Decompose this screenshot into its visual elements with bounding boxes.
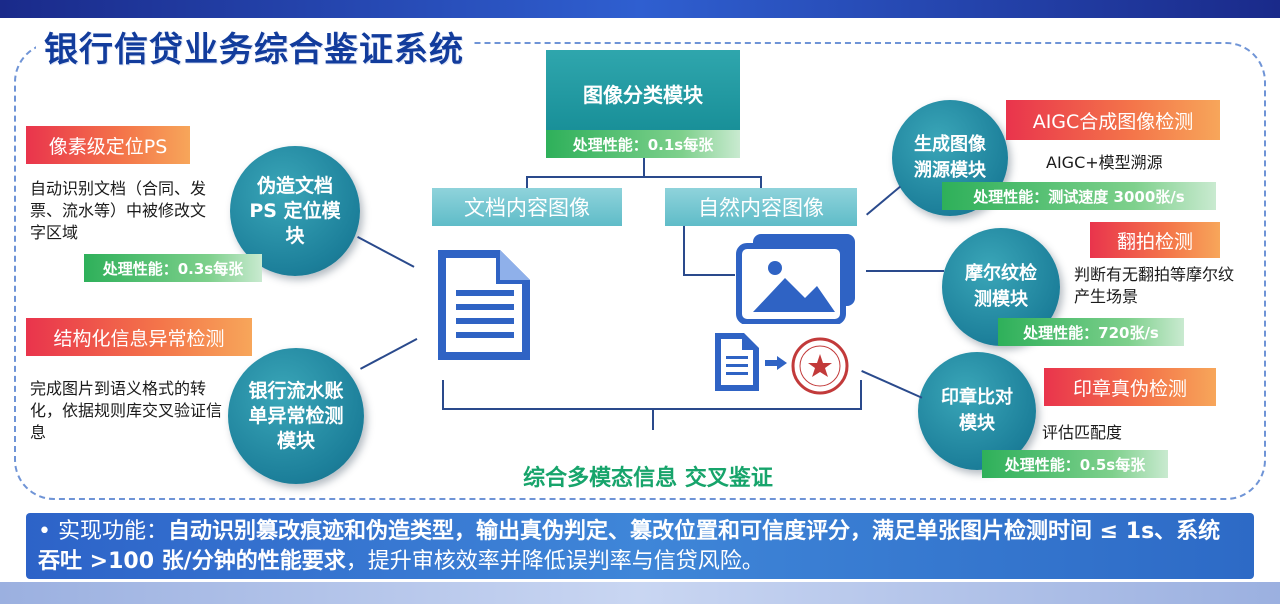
seal-module-circle: 印章比对模块 (918, 352, 1036, 470)
seal-perf-tag: 处理性能：0.5s每张 (982, 450, 1168, 478)
top-decor-bar (0, 0, 1280, 18)
ps-locate-tag: 像素级定位PS (26, 126, 190, 164)
banner-lead: 实现功能： (57, 519, 168, 544)
small-document-icon (715, 333, 759, 391)
aigc-desc: AIGC+模型溯源 (1046, 153, 1163, 172)
page-title: 银行信贷业务综合鉴证系统 (36, 22, 472, 71)
image-classification-module: 图像分类模块 (546, 50, 740, 136)
bank-statement-module-circle: 银行流水账单异常检测模块 (228, 348, 364, 484)
structured-anomaly-tag: 结构化信息异常检测 (26, 318, 252, 356)
picture-icon (736, 234, 855, 324)
seal-stamp-icon (791, 337, 849, 395)
aigc-tag: AIGC合成图像检测 (1006, 100, 1220, 140)
document-icon (438, 250, 530, 360)
recapture-tag: 翻拍检测 (1090, 222, 1220, 258)
function-banner: • 实现功能：自动识别篡改痕迹和伪造类型，输出真伪判定、篡改位置和可信度评分，满… (26, 513, 1254, 579)
doc-content-image-label: 文档内容图像 (432, 188, 622, 226)
recapture-perf-tag: 处理性能：720张/s (998, 318, 1184, 346)
seal-tag: 印章真伪检测 (1044, 368, 1216, 406)
seal-desc: 评估匹配度 (1042, 423, 1123, 442)
aigc-perf-tag: 处理性能：测试速度 3000张/s (942, 182, 1216, 210)
structured-anomaly-desc: 完成图片到语义格式的转化，依据规则库交叉验证信息 (30, 379, 223, 442)
natural-content-image-label: 自然内容图像 (665, 188, 857, 226)
dashed-frame (14, 42, 1266, 500)
bottom-decor-bar (0, 582, 1280, 604)
banner-bold-text: 自动识别篡改痕迹和伪造类型，输出真伪判定、篡改位置和可信度评分，满足单张图片检测… (38, 519, 1221, 574)
classification-perf-tag: 处理性能：0.1s每张 (546, 130, 740, 158)
ps-locate-perf-tag: 处理性能：0.3s每张 (84, 254, 262, 282)
ps-locate-desc: 自动识别文档（合同、发票、流水等）中被修改文字区域 (30, 179, 207, 242)
banner-tail-text: ，提升审核效率并降低误判率与信贷风险。 (345, 549, 764, 574)
summary-text: 综合多模态信息 交叉鉴证 (523, 466, 773, 491)
banner-bullet: • (38, 519, 51, 544)
arrow-right-icon (765, 356, 787, 370)
recapture-desc: 判断有无翻拍等摩尔纹产生场景 (1074, 265, 1235, 306)
